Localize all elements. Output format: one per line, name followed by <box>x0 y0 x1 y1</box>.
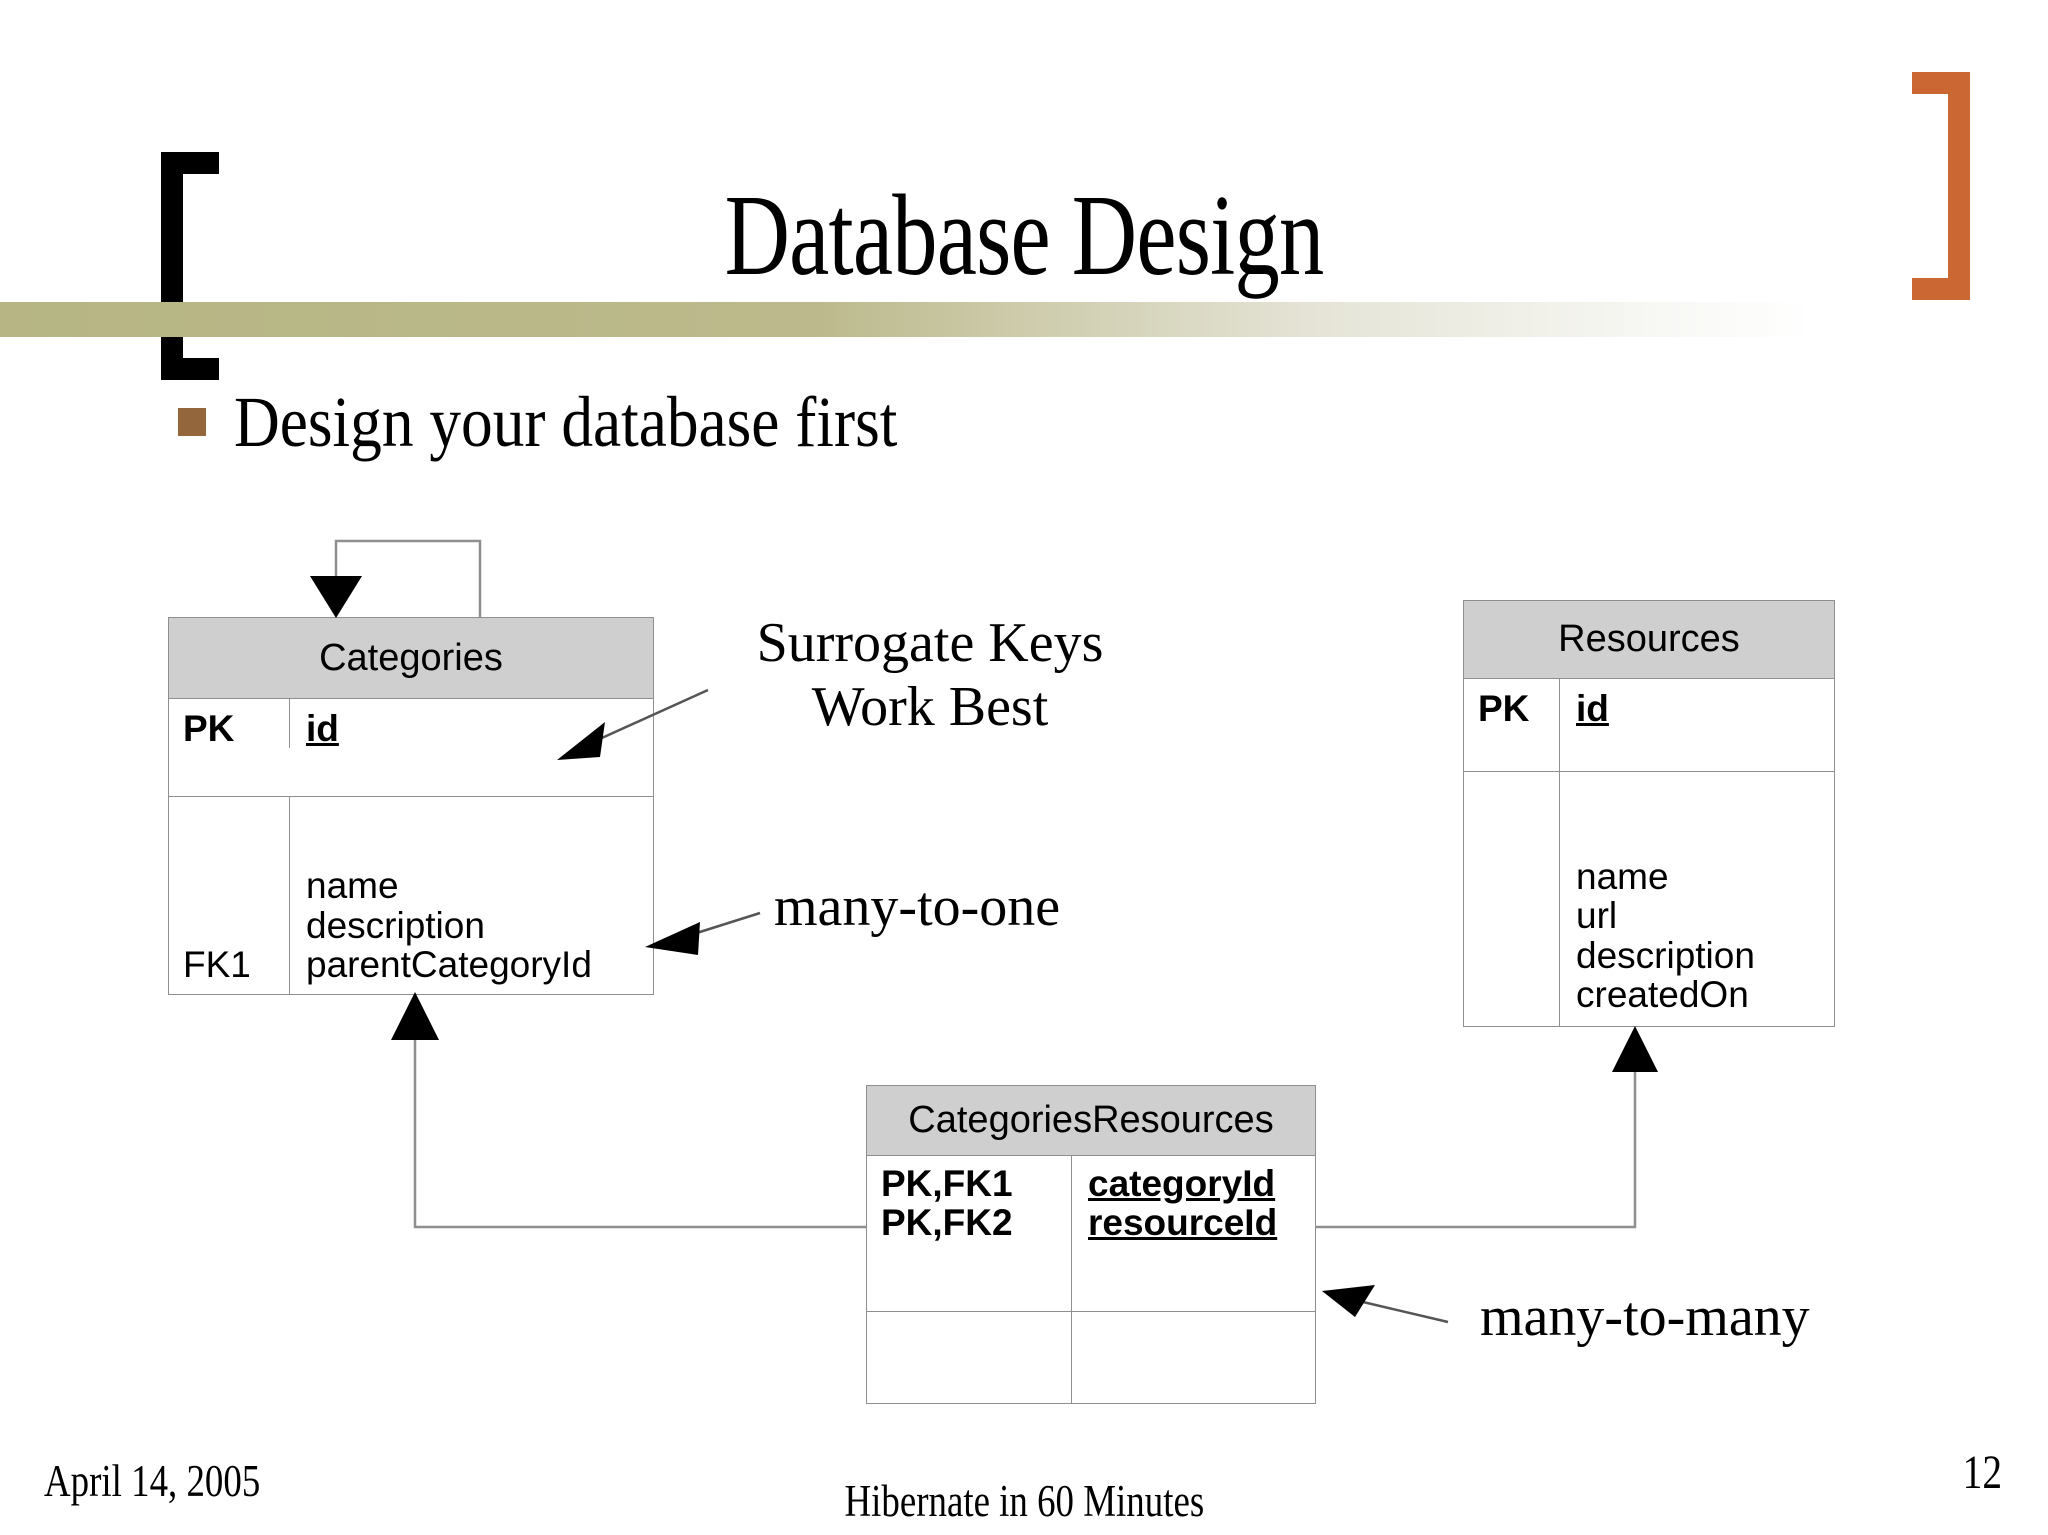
table-resources-pk-field: id <box>1560 679 1609 771</box>
field-parentcategoryid: parentCategoryId <box>306 943 592 985</box>
annotation-surrogate-keys-line2: Work Best <box>811 675 1049 738</box>
table-row <box>867 1311 1315 1403</box>
table-resources-fk-label <box>1464 772 1560 1026</box>
annotation-surrogate-keys: Surrogate Keys Work Best <box>720 612 1140 740</box>
footer-page-number: 12 <box>1962 1446 2002 1499</box>
table-categories-resources-empty-key <box>867 1312 1072 1403</box>
left-bracket-bottom-arm <box>161 358 219 380</box>
table-categories: Categories PK id FK1 name description pa… <box>168 617 654 995</box>
leader-line-many-to-many <box>1322 1285 1449 1324</box>
field-id: id <box>1576 688 1609 729</box>
table-resources-pk-label: PK <box>1464 679 1560 771</box>
table-categories-resources: CategoriesResources PK,FK1 PK,FK2 catego… <box>866 1085 1316 1404</box>
table-row: PK,FK1 PK,FK2 categoryId resourceId <box>867 1156 1315 1311</box>
right-bracket-stem <box>1948 72 1970 300</box>
field-name: name <box>306 865 399 907</box>
table-categories-resources-key-labels: PK,FK1 PK,FK2 <box>867 1156 1072 1311</box>
table-row: PK id <box>1464 679 1834 771</box>
table-categories-pk-field: id <box>290 699 339 748</box>
footer-title-text: Hibernate in 60 Minutes <box>844 1476 1204 1526</box>
annotation-many-to-many: many-to-many <box>1480 1286 1810 1348</box>
title-accent-bar <box>0 302 1812 337</box>
annotation-many-to-one: many-to-one <box>774 876 1061 938</box>
footer-title: Hibernate in 60 Minutes <box>0 1475 2048 1527</box>
table-row: PK id <box>169 699 653 796</box>
table-categories-fields: name description parentCategoryId <box>290 797 592 994</box>
left-bracket-decoration <box>161 152 219 380</box>
leader-line-many-to-one <box>645 911 761 955</box>
table-categories-resources-fields: categoryId resourceId <box>1072 1156 1277 1311</box>
connector-categoriesresources-to-categories <box>391 992 866 1229</box>
field-categoryid: categoryId <box>1088 1163 1276 1204</box>
left-bracket-stem <box>161 152 183 380</box>
bullet-item-label: Design your database first <box>234 382 898 462</box>
table-categories-resources-title: CategoriesResources <box>867 1086 1315 1156</box>
slide-footer: April 14, 2005 Hibernate in 60 Minutes 1… <box>0 1425 2048 1535</box>
table-resources: Resources PK id name url description cre… <box>1463 600 1835 1027</box>
field-description: description <box>306 904 485 946</box>
field-name: name <box>1576 856 1669 898</box>
table-resources-fields: name url description createdOn <box>1560 772 1755 1026</box>
table-row: FK1 name description parentCategoryId <box>169 796 653 994</box>
right-bracket-decoration <box>1912 72 1970 300</box>
table-resources-title: Resources <box>1464 601 1834 679</box>
bullet-item: Design your database first <box>178 386 988 458</box>
footer-date: April 14, 2005 <box>44 1456 261 1506</box>
key-label-pk-fk1: PK,FK1 <box>881 1163 1013 1204</box>
key-label-pk-fk2: PK,FK2 <box>881 1202 1013 1244</box>
table-categories-fk-label: FK1 <box>169 797 290 994</box>
field-resourceid: resourceId <box>1088 1202 1278 1244</box>
annotation-surrogate-keys-line1: Surrogate Keys <box>756 612 1104 674</box>
page-title: Database Design <box>724 172 1325 300</box>
field-id: id <box>306 708 339 749</box>
field-url: url <box>1576 895 1618 937</box>
field-createdon: createdOn <box>1576 973 1749 1015</box>
table-categories-pk-label: PK <box>169 699 290 749</box>
connector-categoriesresources-to-resources <box>1316 1026 1658 1229</box>
table-row: name url description createdOn <box>1464 771 1834 1026</box>
field-description: description <box>1576 934 1755 976</box>
table-categories-title: Categories <box>169 618 653 699</box>
right-bracket-bottom-arm <box>1912 278 1970 300</box>
bullet-square-icon <box>178 408 206 436</box>
table-categories-resources-empty-fields <box>1072 1312 1088 1403</box>
connector-self-reference-categories <box>310 539 482 618</box>
